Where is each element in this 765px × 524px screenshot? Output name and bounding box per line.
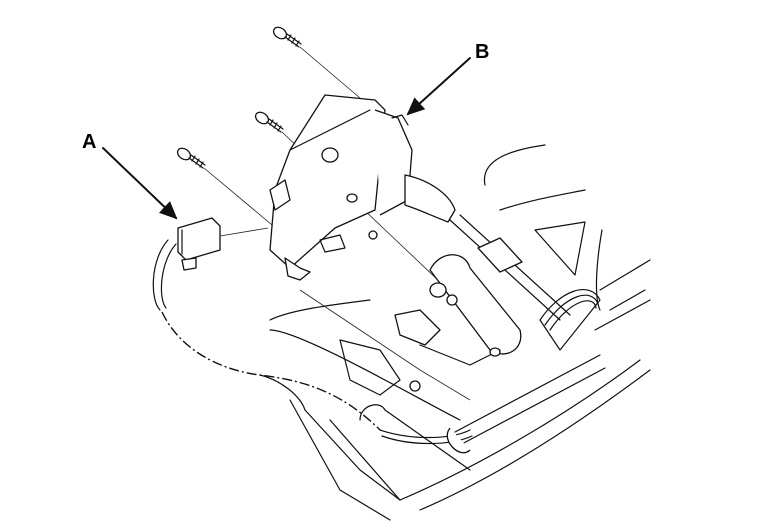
switch-assembly xyxy=(269,94,456,281)
leader-arrow-b xyxy=(406,57,471,116)
leader-arrow-a xyxy=(102,147,178,220)
steering-column xyxy=(394,214,601,392)
callout-label-b: B xyxy=(475,41,490,63)
housing-outline xyxy=(259,144,651,521)
connector xyxy=(177,217,269,271)
callout-label-a: A xyxy=(82,131,97,153)
